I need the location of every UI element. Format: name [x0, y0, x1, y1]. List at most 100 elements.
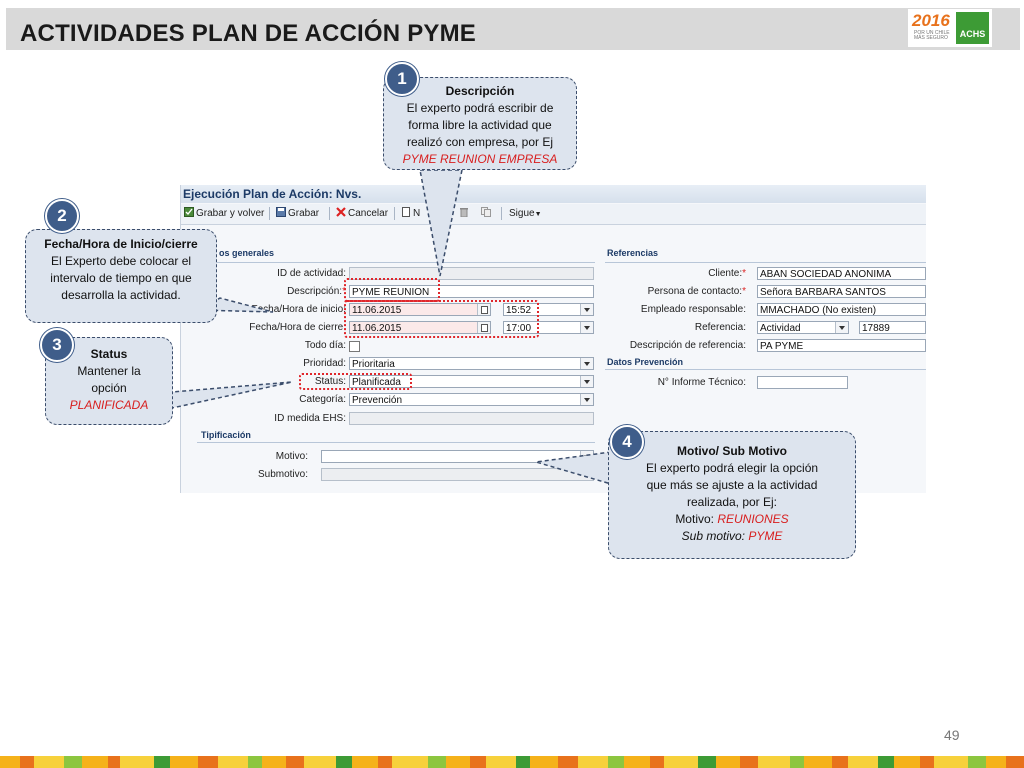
- tech-report-input[interactable]: [757, 376, 848, 389]
- client-label: Cliente:*: [708, 268, 746, 279]
- calendar-icon[interactable]: [477, 322, 490, 333]
- contact-field[interactable]: Señora BARBARA SANTOS: [757, 285, 926, 298]
- page-number: 49: [944, 727, 960, 743]
- callout-number-badge: 2: [45, 199, 79, 233]
- callout-1-line: forma libre la actividad que: [408, 118, 552, 132]
- section-references-title: Referencias: [607, 248, 659, 258]
- end-date-input[interactable]: 11.06.2015: [349, 321, 491, 334]
- callout-4-title: Motivo/ Sub Motivo: [677, 444, 787, 458]
- save-back-icon: [184, 207, 194, 217]
- callout-2-pointer: [197, 297, 274, 313]
- slide-title-bar: ACTIVIDADES PLAN DE ACCIÓN PYME: [6, 8, 1020, 50]
- chevron-down-icon[interactable]: [580, 322, 593, 333]
- toolbar: Grabar y volver Grabar Cancelar N Sigue▼: [181, 204, 926, 225]
- callout-4-line: El experto podrá elegir la opción: [645, 461, 819, 475]
- activity-id-label: ID de actividad:: [277, 268, 346, 279]
- callout-2-line: intervalo de tiempo en que: [50, 271, 192, 285]
- subreason-label: Submotivo:: [257, 469, 308, 480]
- save-label: Grabar: [288, 208, 320, 219]
- description-input[interactable]: PYME REUNION: [349, 285, 594, 298]
- all-day-checkbox[interactable]: [349, 341, 360, 352]
- start-datetime-label: Fecha/Hora de inicio:: [251, 304, 347, 315]
- contact-label: Persona de contacto:*: [647, 286, 746, 297]
- calendar-icon[interactable]: [477, 304, 490, 315]
- callout-3-line: Mantener la: [77, 364, 141, 378]
- callout-1-line: realizó con empresa, por Ej: [406, 135, 554, 149]
- all-day-label: Todo día:: [304, 340, 346, 351]
- reference-type-select[interactable]: Actividad: [757, 321, 849, 334]
- trash-icon: [459, 207, 469, 218]
- callout-number-badge: 3: [40, 328, 74, 362]
- reason-label: Motivo:: [275, 451, 308, 462]
- toolbar-divider: [394, 207, 395, 220]
- category-select[interactable]: Prevención: [349, 393, 594, 406]
- ehs-id-field: [349, 412, 594, 425]
- start-date-input[interactable]: 11.06.2015: [349, 303, 491, 316]
- chevron-down-icon[interactable]: [580, 376, 593, 387]
- callout-3-option: PLANIFICADA: [69, 398, 149, 412]
- callout-number-badge: 4: [610, 425, 644, 459]
- achs-2016-logo: 2016 POR UN CHILE MÁS SEGURO ACHS: [908, 9, 992, 47]
- callout-1-line: El experto podrá escribir de: [406, 101, 554, 115]
- section-divider: [197, 262, 595, 263]
- copy-icon: [481, 207, 491, 217]
- callout-3-line: opción: [91, 381, 127, 395]
- callout-1-title: Descripción: [445, 84, 515, 98]
- logo-year: 2016: [912, 11, 950, 30]
- logo-subtitle: POR UN CHILE MÁS SEGURO: [914, 30, 950, 41]
- section-divider: [605, 369, 926, 370]
- chevron-down-icon[interactable]: [835, 322, 848, 333]
- end-datetime-label: Fecha/Hora de cierre:: [249, 322, 346, 333]
- toolbar-divider: [501, 207, 502, 220]
- ehs-id-label: ID medida EHS:: [274, 413, 346, 424]
- employee-field[interactable]: MMACHADO (No existen): [757, 303, 926, 316]
- callout-number-badge: 1: [385, 62, 419, 96]
- chevron-down-icon[interactable]: [580, 394, 593, 405]
- new-document-icon: [401, 207, 411, 217]
- section-typification-title: Tipificación: [201, 430, 251, 440]
- tech-report-label: N° Informe Técnico:: [657, 377, 746, 388]
- next-label: Sigue: [509, 208, 535, 219]
- copy-button[interactable]: [481, 207, 493, 221]
- window-title: Ejecución Plan de Acción: Nvs.: [183, 187, 362, 201]
- chevron-down-icon[interactable]: [580, 304, 593, 315]
- window-title-bar: Ejecución Plan de Acción: Nvs.: [181, 185, 926, 203]
- cancel-button[interactable]: Cancelar: [336, 207, 388, 221]
- callout-description: Descripción El experto podrá escribir de…: [383, 77, 577, 170]
- chevron-down-icon: ▼: [534, 211, 542, 218]
- ref-description-field[interactable]: PA PYME: [757, 339, 926, 352]
- datetime-highlight: [344, 300, 539, 338]
- new-label: N: [413, 208, 421, 219]
- achs-logo: ACHS: [956, 12, 989, 44]
- callout-3-pointer: [171, 381, 293, 409]
- callout-1-pointer: [419, 169, 463, 277]
- new-button[interactable]: N: [401, 207, 420, 221]
- reference-number-field[interactable]: 17889: [859, 321, 926, 334]
- next-menu-button[interactable]: Sigue▼: [509, 207, 542, 221]
- start-time-select[interactable]: 15:52: [503, 303, 594, 316]
- section-divider: [197, 442, 595, 443]
- save-button[interactable]: Grabar: [276, 207, 319, 221]
- callout-2-line: El Experto debe colocar el: [50, 254, 192, 268]
- callout-3-title: Status: [90, 347, 128, 361]
- callout-4-line: realizada, por Ej:: [686, 495, 778, 509]
- callout-datetime: Fecha/Hora de Inicio/cierre El Experto d…: [25, 229, 217, 323]
- slide-title: ACTIVIDADES PLAN DE ACCIÓN PYME: [20, 20, 477, 47]
- activity-id-field: [349, 267, 594, 280]
- employee-label: Empleado responsable:: [640, 304, 746, 315]
- callout-4-pointer: [535, 451, 612, 486]
- callout-2-line: desarrolla la actividad.: [61, 288, 181, 302]
- chevron-down-icon[interactable]: [580, 358, 593, 369]
- section-prevention-title: Datos Prevención: [607, 357, 684, 367]
- category-label: Categoría:: [299, 394, 346, 405]
- client-field[interactable]: ABAN SOCIEDAD ANONIMA: [757, 267, 926, 280]
- decorative-color-strip: [0, 756, 1024, 768]
- toolbar-divider: [269, 207, 270, 220]
- reference-label: Referencia:: [694, 322, 746, 333]
- priority-select[interactable]: Prioritaria: [349, 357, 594, 370]
- end-time-select[interactable]: 17:00: [503, 321, 594, 334]
- delete-button[interactable]: [459, 207, 471, 221]
- save-and-back-button[interactable]: Grabar y volver: [184, 207, 264, 221]
- ref-description-label: Descripción de referencia:: [629, 340, 746, 351]
